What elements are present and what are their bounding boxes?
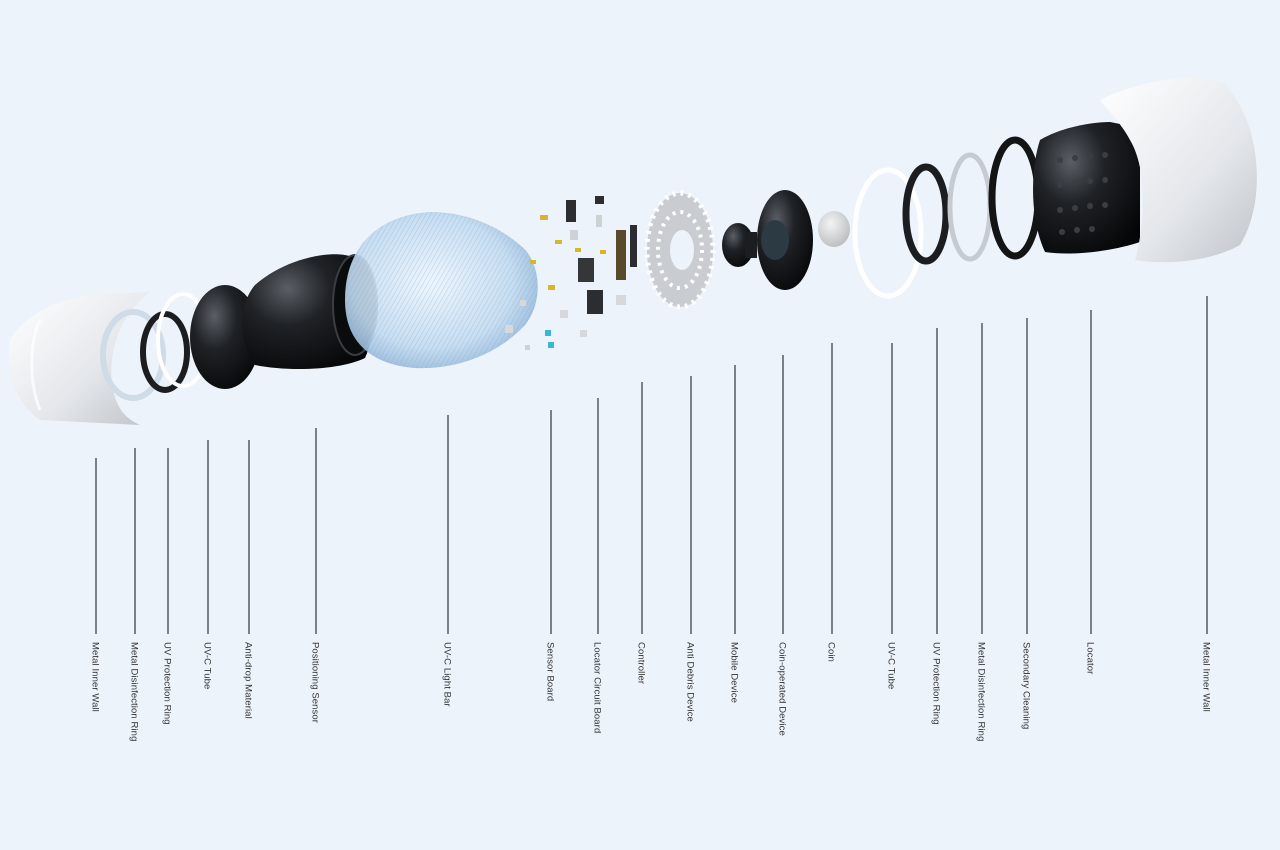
coin-operated-device	[757, 190, 813, 290]
label-locator-circuit-board: Locator Circuit Board	[591, 642, 603, 734]
label-uv-c-light-bar: UV-C Light Bar	[441, 642, 453, 707]
label-locator: Locator	[1084, 642, 1096, 675]
uv-protection-ring-left	[140, 311, 190, 393]
label-anti-drop-material: Anti-drop Material	[242, 642, 254, 719]
label-coin: Coin	[825, 642, 837, 662]
metal-inner-wall-right	[1100, 77, 1257, 263]
mobile-device	[722, 223, 757, 267]
label-metal-disinfection-ring-right: Metal Disinfection Ring	[975, 642, 987, 742]
label-uv-protection-ring-right: UV Protection Ring	[930, 642, 942, 725]
label-mobile-device: Mobile Device	[728, 642, 740, 703]
label-metal-inner-wall-left: Metal Inner Wall	[89, 642, 101, 712]
label-positioning-sensor: Positioning Sensor	[309, 642, 321, 724]
label-uv-protection-ring-left: UV Protection Ring	[161, 642, 173, 725]
label-uv-c-tube-right: UV-C Tube	[885, 642, 897, 690]
uv-c-light-bar	[345, 212, 538, 369]
leader-lines	[95, 296, 1208, 634]
anti-drop-material	[190, 285, 260, 389]
label-uv-c-tube-left: UV-C Tube	[201, 642, 213, 690]
label-metal-disinfection-ring-left: Metal Disinfection Ring	[128, 642, 140, 742]
label-controller: Controller	[635, 642, 647, 685]
label-coin-operated-device: Coin-operated Device	[776, 642, 788, 736]
anti-debris-device	[644, 190, 716, 310]
metal-disinfection-ring-right	[947, 152, 993, 262]
label-sensor-board: Sensor Board	[544, 642, 556, 702]
uv-protection-ring-right	[902, 163, 950, 265]
locator-circuit-board-components	[566, 196, 626, 314]
sensor-board-components	[505, 215, 587, 350]
label-anti-debris-device: Anti Debris Device	[684, 642, 696, 722]
coin	[818, 211, 850, 247]
controller	[616, 225, 637, 280]
label-metal-inner-wall-right: Metal Inner Wall	[1200, 642, 1212, 712]
uv-c-tube-right	[852, 167, 924, 299]
locator	[1033, 122, 1140, 254]
label-secondary-cleaning: Secondary Cleaning	[1020, 642, 1032, 730]
secondary-cleaning	[988, 136, 1042, 260]
metal-disinfection-ring-left	[100, 309, 166, 401]
